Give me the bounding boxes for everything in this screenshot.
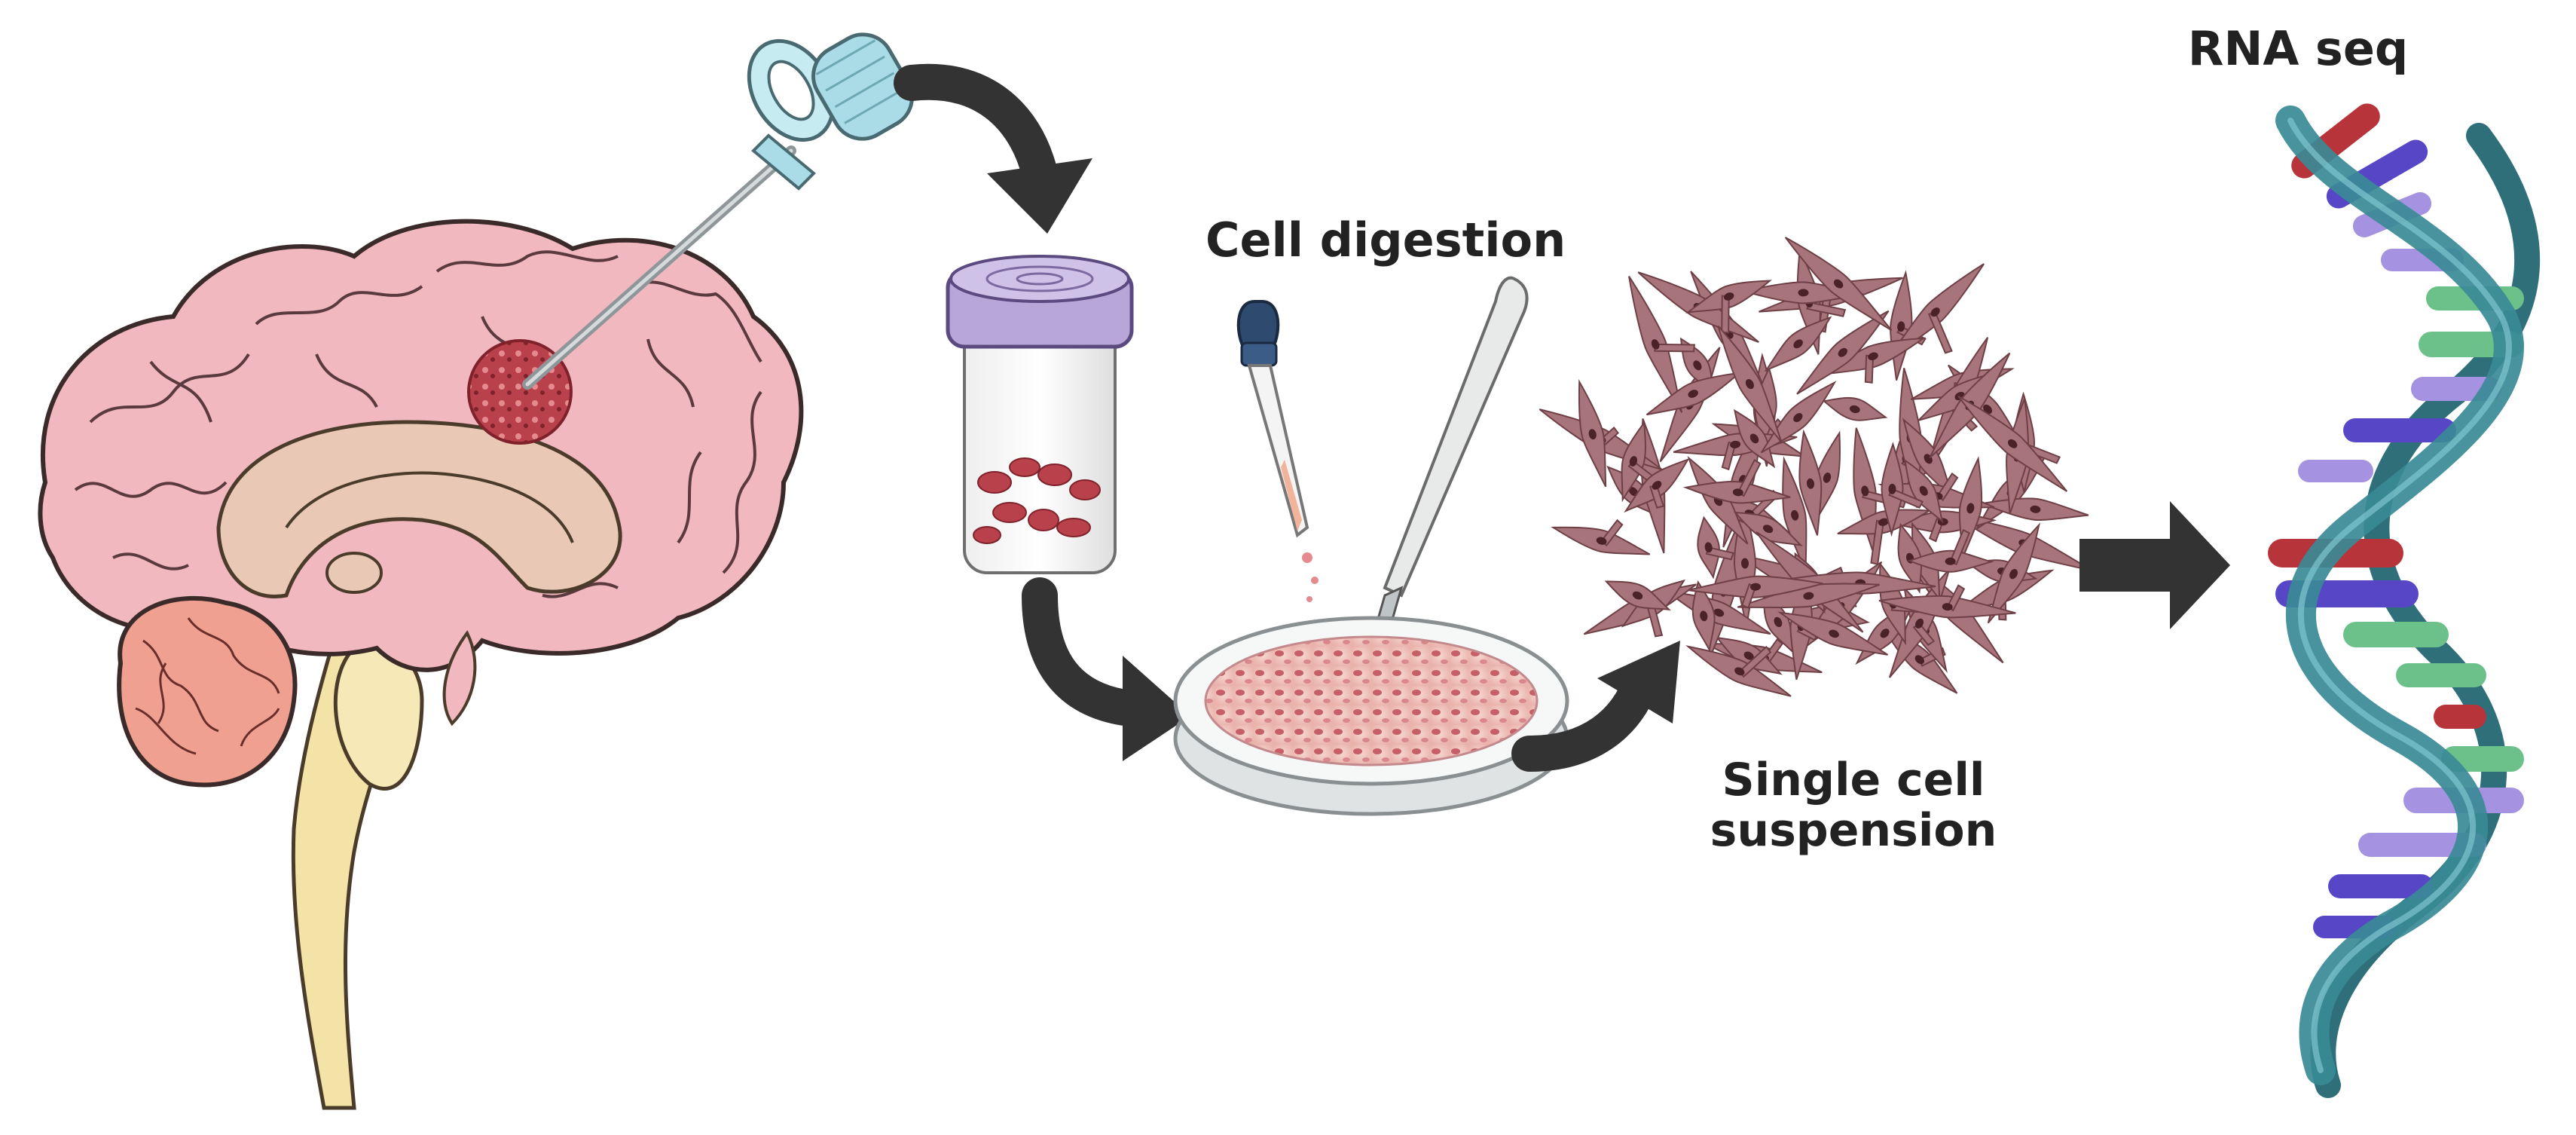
cell: [1604, 580, 1671, 610]
arrow-cells-to-dna: [2079, 501, 2230, 629]
brain-illustration: [38, 219, 804, 1110]
gyri-lines: [74, 250, 762, 598]
cell: [1798, 429, 1823, 536]
cell: [1881, 442, 1924, 537]
single-cell-label-line2: suspension: [1710, 804, 1997, 858]
cell: [1697, 515, 1734, 580]
cell: [1688, 575, 1823, 609]
rna-seq-label: RNA seq: [2187, 21, 2409, 76]
thalamus: [325, 552, 383, 594]
corpus-callosum: [216, 420, 622, 598]
cell: [1624, 457, 1690, 513]
cell: [1764, 316, 1832, 372]
cell: [1987, 522, 2040, 624]
cell: [1777, 611, 1889, 656]
arrow-needle-to-jar: [894, 63, 1092, 234]
cell: [1822, 396, 1888, 421]
cell: [1717, 325, 1783, 443]
arrow-dish-to-cells: [1511, 641, 1680, 772]
specimen-jar-icon: [946, 255, 1134, 574]
cell: [1682, 459, 1791, 504]
dna-helix-icon: [2268, 103, 2541, 1098]
cell: [1907, 528, 1994, 573]
cell: [1878, 584, 2016, 619]
cell: [1578, 379, 1607, 488]
cell: [1734, 408, 1776, 469]
biopsy-needle-icon: [522, 32, 914, 390]
cerebellum: [117, 595, 298, 788]
cell: [1796, 310, 1890, 395]
cell: [1691, 580, 1716, 653]
cell: [1733, 511, 1803, 546]
cell: [1628, 276, 1695, 413]
cell: [1685, 645, 1792, 697]
cell-digestion-label: Cell digestion: [1205, 213, 1566, 268]
cell: [1904, 458, 1944, 524]
cell: [1646, 372, 1743, 416]
arrow-jar-to-dish: [1022, 577, 1190, 761]
cell: [1886, 263, 1985, 361]
cell: [1551, 519, 1651, 555]
cell: [1837, 509, 1932, 565]
cell-cluster-icon: [1539, 237, 2093, 697]
scalpel-icon: [1365, 276, 1529, 659]
petri-dish-icon: [1173, 616, 1569, 816]
cell: [1957, 395, 2068, 492]
cell: [1784, 237, 1893, 332]
single-cell-label-line1: Single cell: [1722, 754, 1985, 806]
cell: [1685, 280, 1772, 334]
single-cell-suspension-label: Single cell suspension: [1688, 754, 2019, 858]
dropper-icon: [1236, 300, 1319, 602]
